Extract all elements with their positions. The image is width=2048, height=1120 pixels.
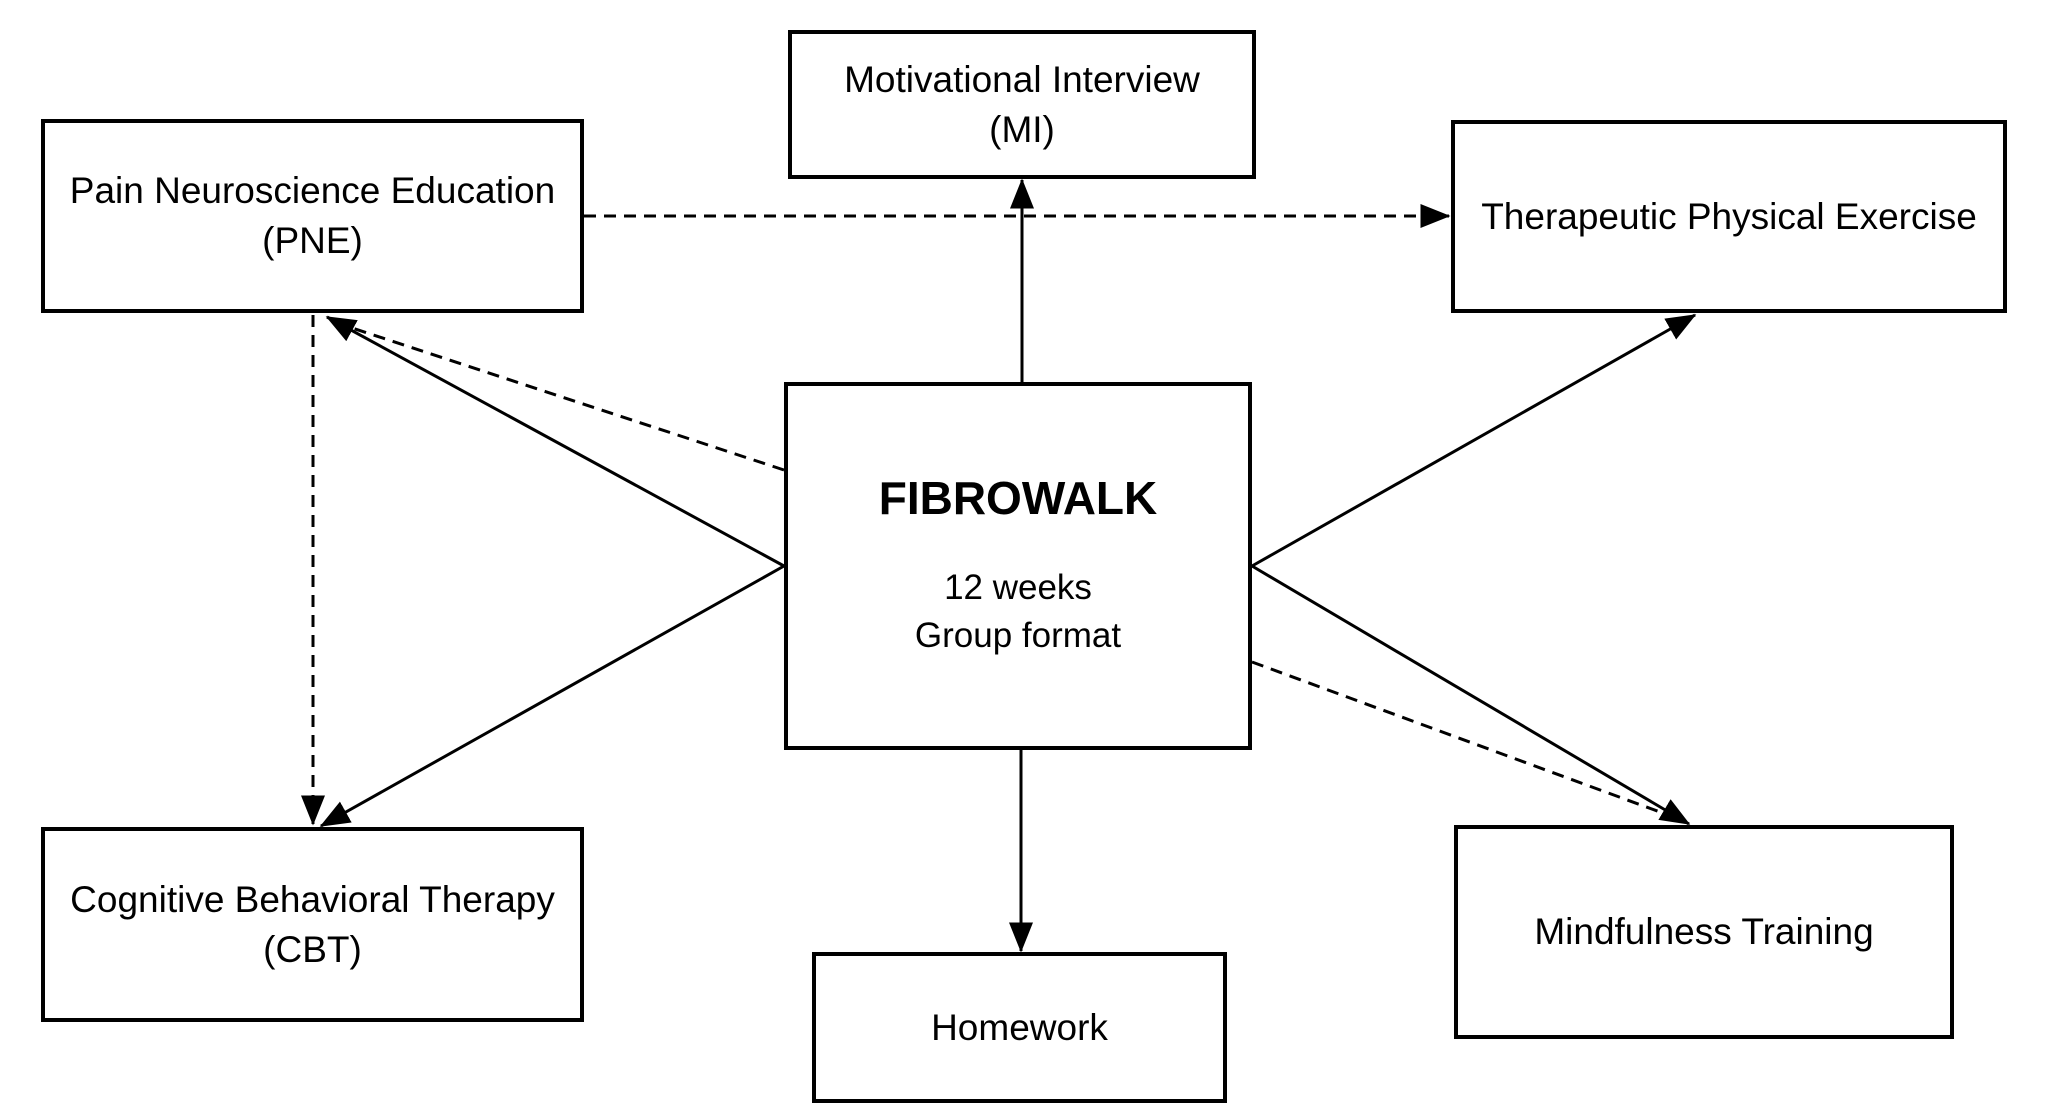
node-therapeutic-physical-exercise: Therapeutic Physical Exercise xyxy=(1451,120,2007,313)
edge-fibrowalk-to-mindfulness-dashed xyxy=(1251,660,1680,821)
node-motivational-interview: Motivational Interview (MI) xyxy=(788,30,1256,179)
node-fibrowalk-center: FIBROWALK 12 weeks Group format xyxy=(784,382,1252,750)
edge-fibrowalk-to-pne-dashed xyxy=(336,321,785,472)
node-abbreviation: (MI) xyxy=(989,108,1055,150)
edge-fibrowalk-to-pne-solid xyxy=(325,315,785,568)
node-label: Pain Neuroscience Education xyxy=(69,170,556,211)
node-homework: Homework xyxy=(812,952,1227,1103)
edge-fibrowalk-to-mindfulness-solid xyxy=(1251,564,1691,826)
node-label: Mindfulness Training xyxy=(1534,911,1874,952)
fibrowalk-format: Group format xyxy=(914,616,1122,655)
edge-fibrowalk-to-tpe-solid xyxy=(1251,313,1697,568)
fibrowalk-title: FIBROWALK xyxy=(878,472,1158,524)
node-label: Motivational Interview xyxy=(844,58,1200,100)
node-cognitive-behavioral-therapy: Cognitive Behavioral Therapy (CBT) xyxy=(41,827,584,1022)
node-abbreviation: (PNE) xyxy=(262,220,363,261)
node-abbreviation: (CBT) xyxy=(263,928,362,970)
node-label: Homework xyxy=(931,1006,1108,1048)
edge-fibrowalk-to-cbt-solid xyxy=(319,564,785,828)
fibrowalk-duration: 12 weeks xyxy=(944,568,1092,607)
node-pain-neuroscience-education: Pain Neuroscience Education (PNE) xyxy=(41,119,584,313)
node-label: Cognitive Behavioral Therapy xyxy=(70,878,555,920)
node-mindfulness-training: Mindfulness Training xyxy=(1454,825,1954,1039)
node-label: Therapeutic Physical Exercise xyxy=(1481,195,1977,237)
